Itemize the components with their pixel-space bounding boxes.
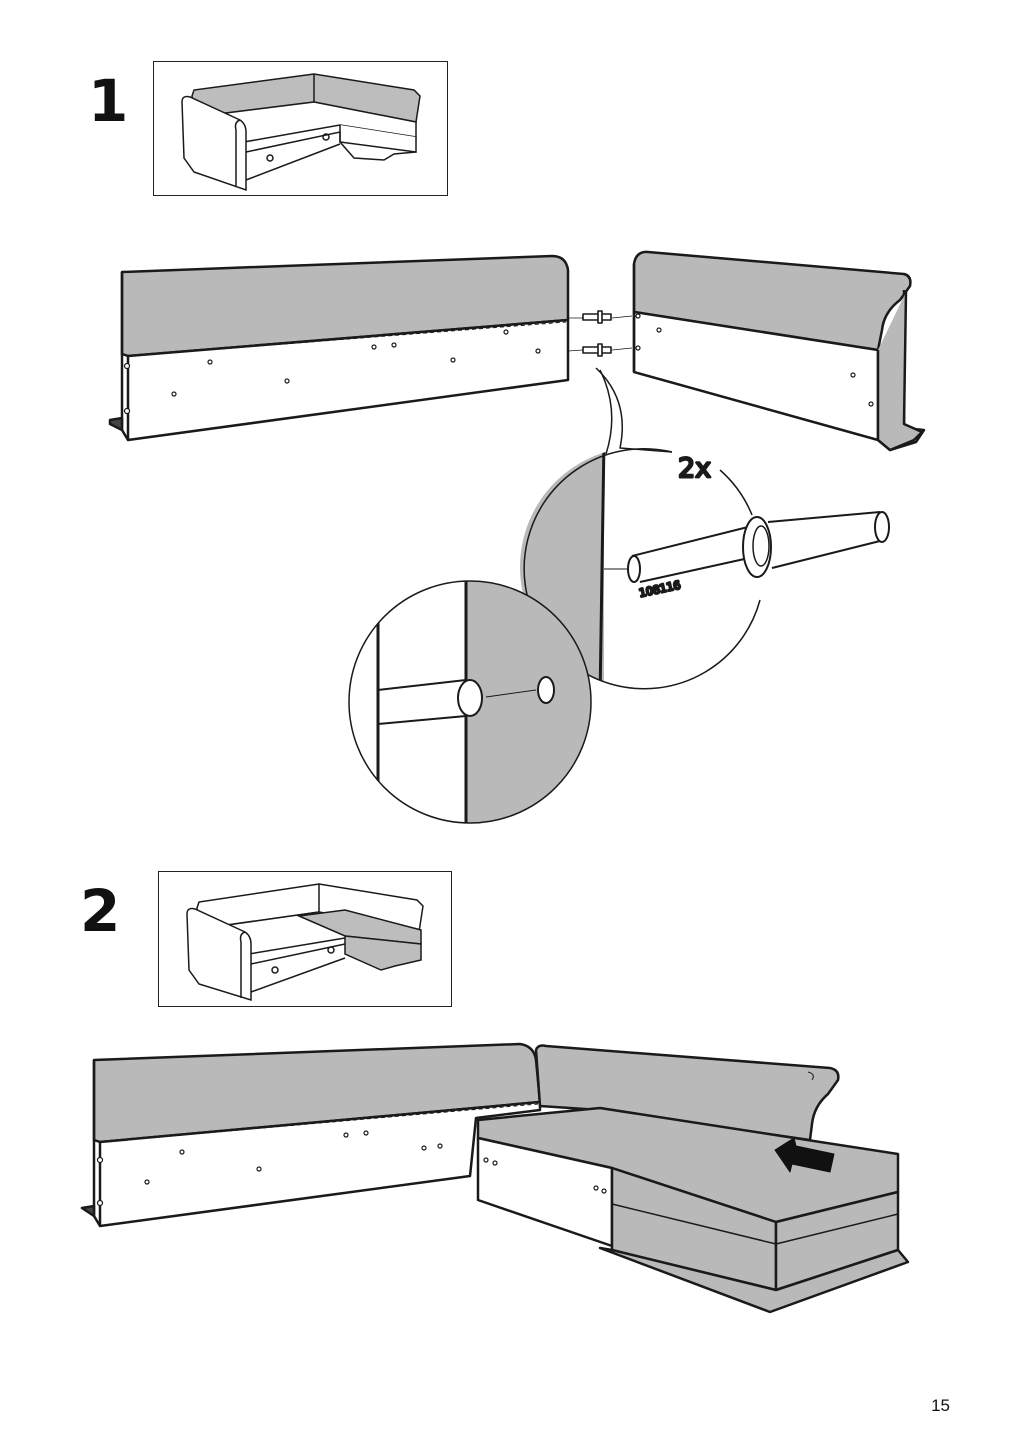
overview-thumbnail (158, 871, 452, 1007)
dowel-icon (567, 310, 633, 357)
hole-detail-zoom (348, 580, 592, 824)
step-number: 1 (88, 67, 129, 135)
left-back-panel (108, 254, 570, 442)
corner-sofa-assembly (80, 1042, 910, 1314)
sofa-overview-illustration (181, 73, 421, 192)
quantity-label: 2x (678, 453, 711, 484)
right-back-panel (632, 250, 926, 452)
page-number: 15 (931, 1396, 950, 1415)
sofa-overview-illustration (186, 883, 424, 1002)
step-number: 2 (80, 877, 121, 945)
overview-thumbnail (153, 61, 448, 196)
